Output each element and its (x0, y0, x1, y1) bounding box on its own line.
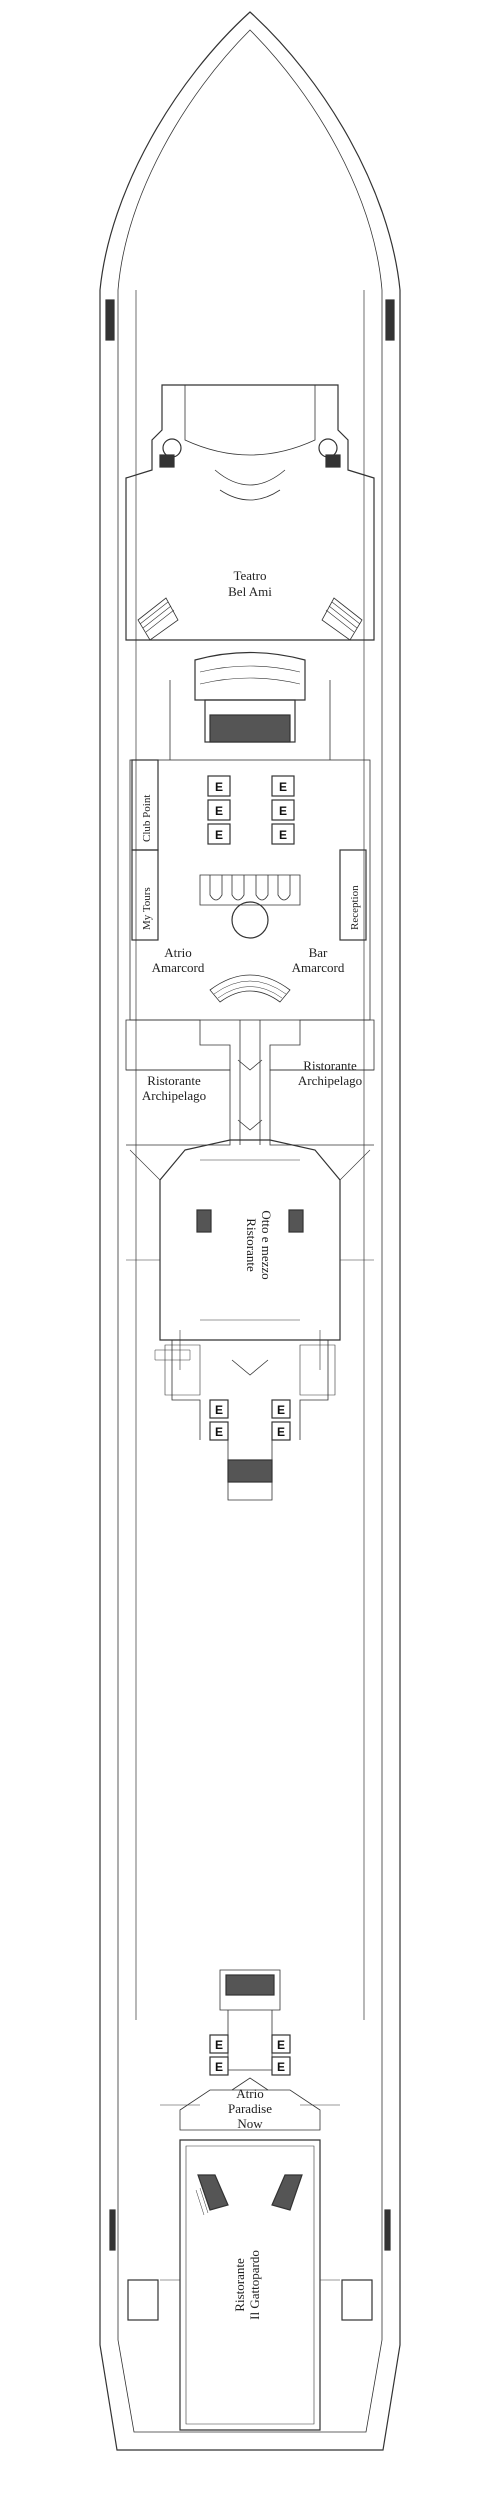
elevator-7: E (215, 1403, 223, 1417)
elevator-8: E (215, 1425, 223, 1439)
label-teatro: Teatro (233, 568, 266, 583)
label-bar: Bar (309, 945, 328, 960)
elevator-13: E (277, 2038, 285, 2052)
label-ristorante-otto: Ristorante (244, 1218, 259, 1272)
label-ristorante-gattopardo: Ristorante (232, 2258, 247, 2312)
label-now: Now (237, 2116, 263, 2131)
aft-mark-right (384, 2209, 391, 2251)
elevator-11: E (215, 2038, 223, 2052)
bow-mark-right (385, 299, 395, 341)
otto-e-mezzo-area (129, 1139, 371, 1341)
label-archipelago-right: Archipelago (298, 1073, 362, 1088)
label-club-point: Club Point (141, 795, 153, 842)
elevator-2: E (215, 804, 223, 818)
label-ristorante-archipelago-left: Ristorante (147, 1073, 201, 1088)
label-atrio-aft: Atrio (236, 2086, 263, 2101)
gattopardo-area (127, 2139, 373, 2431)
elevator-4: E (279, 780, 287, 794)
midship-service (126, 1259, 374, 1501)
hull-outline (99, 11, 401, 2451)
label-bel-ami: Bel Ami (228, 584, 272, 599)
hull-inner-line (117, 29, 383, 2433)
elevator-14: E (277, 2060, 285, 2074)
elevator-12: E (215, 2060, 223, 2074)
label-il-gattopardo: Il Gattopardo (247, 2250, 262, 2320)
archipelago-area (125, 1019, 375, 1146)
elevator-6: E (279, 828, 287, 842)
elevator-10: E (277, 1425, 285, 1439)
aft-mark-left (109, 2209, 116, 2251)
label-otto-e-mezzo: Otto e mezzo (259, 1210, 274, 1279)
label-amarcord: Amarcord (152, 960, 205, 975)
bow-mark-left (105, 299, 115, 341)
label-paradise: Paradise (228, 2101, 272, 2116)
label-my-tours: My Tours (141, 887, 153, 930)
label-amarcord-2: Amarcord (292, 960, 345, 975)
label-atrio: Atrio (164, 945, 191, 960)
label-reception: Reception (349, 885, 361, 930)
elevator-3: E (215, 828, 223, 842)
elevator-1: E (215, 780, 223, 794)
label-ristorante-archipelago-right: Ristorante (303, 1058, 357, 1073)
label-archipelago-left: Archipelago (142, 1088, 206, 1103)
elevator-5: E (279, 804, 287, 818)
atrio-area (129, 759, 371, 1021)
elevator-9: E (277, 1403, 285, 1417)
teatro-area: Teatro Bel Ami (125, 384, 375, 760)
aft-stair-block (160, 1969, 340, 2131)
